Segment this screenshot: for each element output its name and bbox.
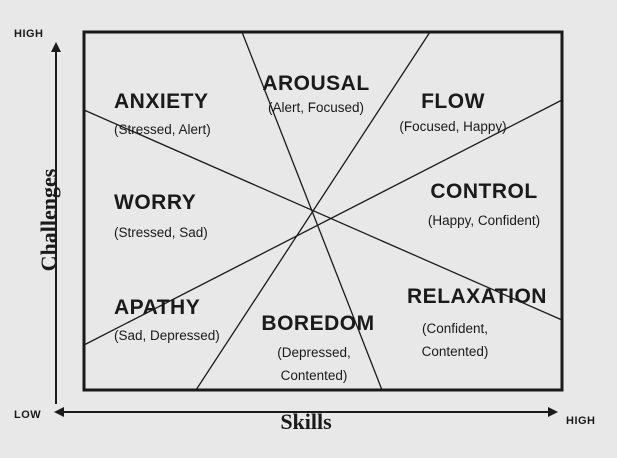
- state-flow-desc: (Focused, Happy): [399, 119, 506, 134]
- state-control-desc: (Happy, Confident): [428, 213, 540, 228]
- state-boredom: BOREDOM (Depressed, Contented): [261, 312, 374, 383]
- state-arousal: AROUSAL (Alert, Focused): [262, 72, 369, 115]
- divider-line-shallow: [83, 109, 563, 321]
- state-worry-desc: (Stressed, Sad): [114, 225, 208, 240]
- state-anxiety: ANXIETY (Stressed, Alert): [114, 90, 211, 137]
- state-apathy-name: APATHY: [114, 296, 200, 319]
- state-flow: FLOW (Focused, Happy): [399, 90, 506, 134]
- divider-line-counter-shallow: [83, 99, 563, 346]
- state-relaxation-desc-line-1: (Confident,: [422, 321, 488, 336]
- state-relaxation-desc-line-2: Contented): [422, 344, 489, 359]
- state-anxiety-name: ANXIETY: [114, 90, 209, 113]
- state-control: CONTROL (Happy, Confident): [428, 180, 540, 228]
- state-anxiety-desc: (Stressed, Alert): [114, 122, 211, 137]
- x-axis-high-label: HIGH: [566, 415, 596, 427]
- state-boredom-desc-line-2: Contented): [281, 368, 348, 383]
- sector-dividers: [83, 31, 563, 391]
- x-axis-title: Skills: [280, 409, 332, 434]
- state-apathy: APATHY (Sad, Depressed): [114, 296, 220, 343]
- state-worry-name: WORRY: [114, 191, 196, 214]
- diagram-frame: [82, 30, 564, 392]
- state-arousal-name: AROUSAL: [262, 72, 369, 95]
- x-axis-low-label: LOW: [14, 409, 41, 421]
- state-apathy-desc: (Sad, Depressed): [114, 328, 220, 343]
- state-control-name: CONTROL: [430, 180, 537, 203]
- state-worry: WORRY (Stressed, Sad): [114, 191, 208, 240]
- divider-line-vertical-slant: [241, 31, 383, 391]
- y-axis-high-label: HIGH: [14, 28, 44, 40]
- state-relaxation: RELAXATION (Confident, Contented): [407, 285, 547, 359]
- state-flow-name: FLOW: [421, 90, 485, 113]
- y-axis-title: Challenges: [36, 168, 61, 271]
- state-relaxation-name: RELAXATION: [407, 285, 547, 308]
- state-boredom-name: BOREDOM: [261, 312, 374, 335]
- state-boredom-desc-line-1: (Depressed,: [277, 345, 351, 360]
- state-arousal-desc: (Alert, Focused): [268, 100, 364, 115]
